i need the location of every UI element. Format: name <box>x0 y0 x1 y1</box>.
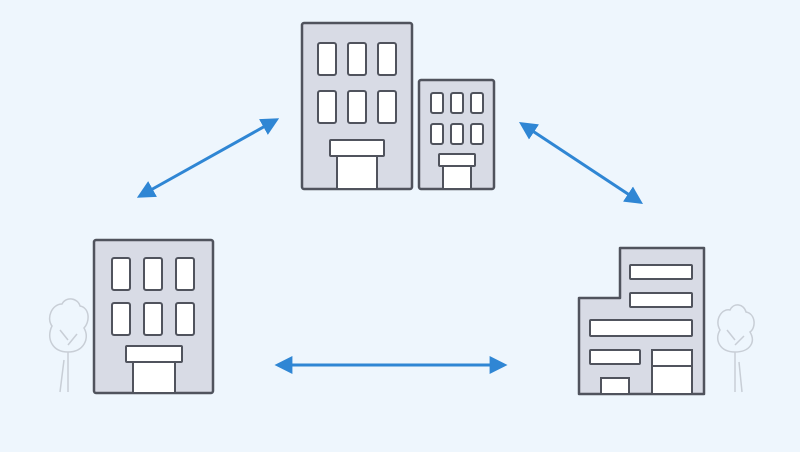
office-building-icon <box>92 238 215 395</box>
top-building-group <box>300 21 496 191</box>
tall-office-building-icon <box>300 21 414 191</box>
small-office-building-icon <box>417 78 496 191</box>
tree-icon <box>48 298 89 393</box>
left-building-group <box>48 238 215 395</box>
factory-building-icon <box>577 246 706 396</box>
tree-icon <box>716 304 755 393</box>
right-building-group <box>577 246 755 396</box>
connection-arrows <box>136 118 644 374</box>
double-arrow-icon <box>518 122 644 204</box>
double-arrow-icon <box>136 118 280 198</box>
